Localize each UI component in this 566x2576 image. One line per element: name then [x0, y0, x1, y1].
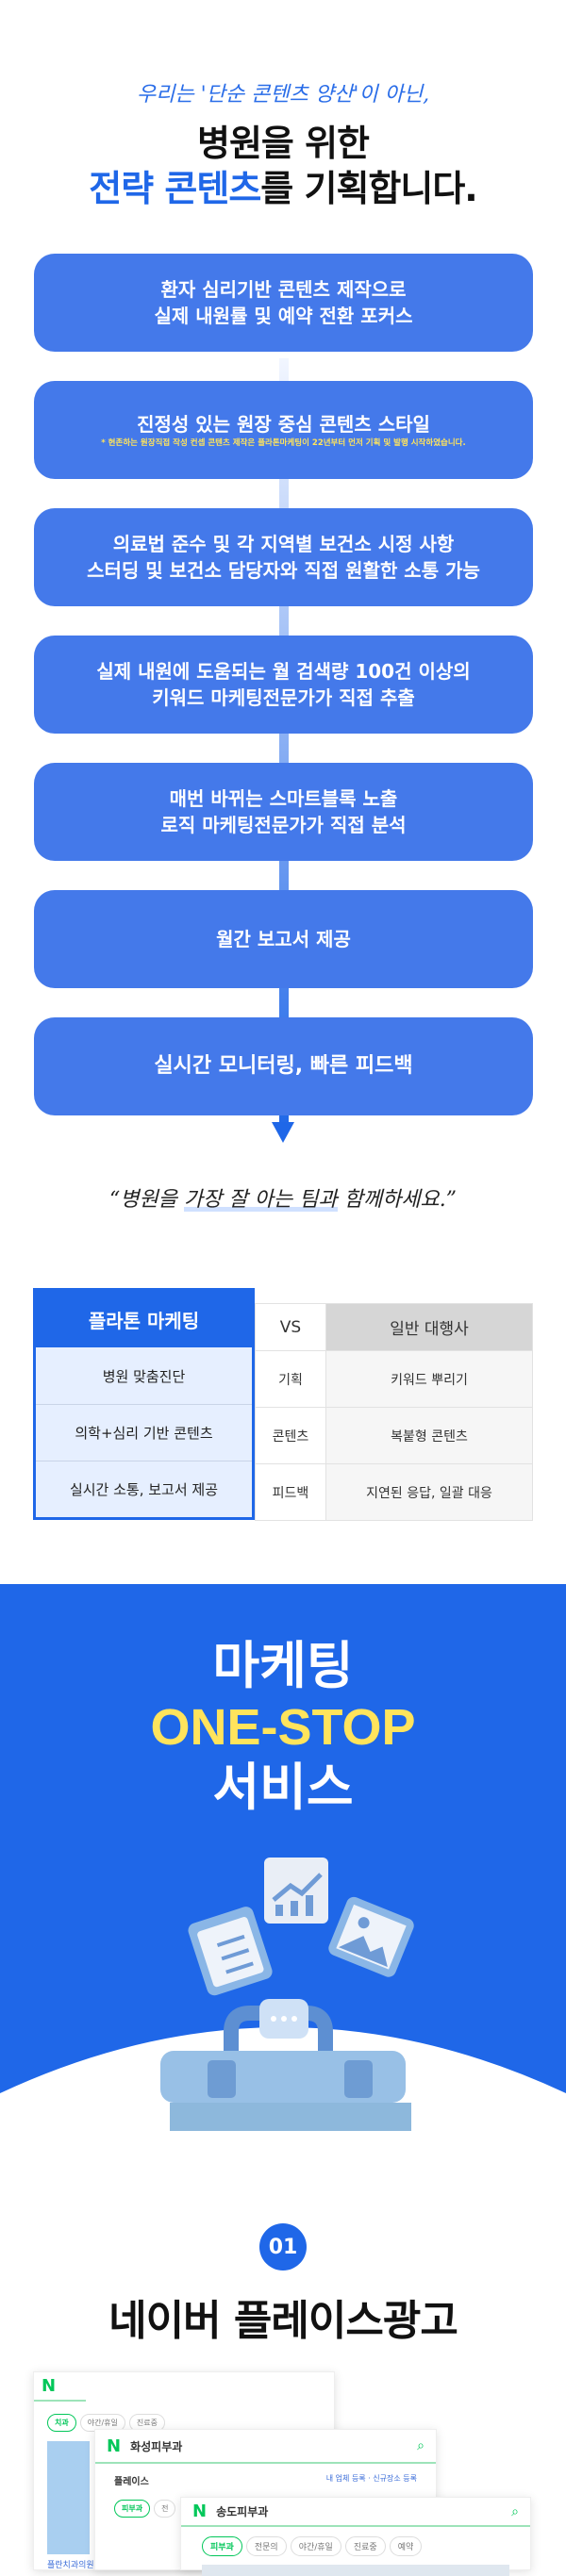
competitor-header: 일반 대행사	[325, 1303, 533, 1351]
quote-close: ”	[445, 1188, 458, 1212]
image-card-icon	[328, 1896, 414, 1977]
chat-bubble-icon	[259, 1999, 308, 2039]
section-number-badge: 01	[259, 2223, 307, 2271]
category-cell: 기획	[255, 1350, 326, 1408]
toolbox-body	[170, 2103, 411, 2131]
our-table: 플라톤 마케팅 병원 맞춤진단 의학+심리 기반 콘텐츠 실시간 소통, 보고서…	[33, 1288, 255, 1520]
our-cell: 실시간 소통, 보고서 제공	[36, 1461, 252, 1517]
quote: “병원을 가장 잘 아는 팀과 함께하세요.”	[0, 1182, 566, 1213]
competitor-cell: 키워드 뿌리기	[325, 1350, 533, 1408]
header-subtitle: 우리는 '단순 콘텐츠 양산'이 아닌,	[136, 83, 430, 107]
step-text: 매번 바뀌는 스마트블록 노출	[169, 787, 398, 810]
onestop-line-3: 서비스	[212, 1758, 354, 1817]
search-icon[interactable]: ⌕	[511, 2503, 519, 2519]
search-input[interactable]: 송도피부과	[216, 2505, 269, 2518]
chip[interactable]: 야간/휴일	[290, 2536, 341, 2556]
title-highlight: 전략 콘텐츠	[89, 168, 261, 209]
chip[interactable]: 전	[154, 2500, 176, 2518]
step-text: 실제 내원에 도움되는 월 검색량 100건 이상의	[96, 660, 471, 683]
search-input[interactable]: 화성피부과	[130, 2439, 183, 2453]
quote-text: 병원을	[120, 1188, 184, 1212]
map-thumbnail	[47, 2441, 90, 2554]
vs-label: VS	[255, 1303, 326, 1351]
competitor-cell: 지연된 응답, 일괄 대응	[325, 1463, 533, 1521]
place-header: 플레이스 내 업체 등록 · 신규장소 등록	[95, 2464, 436, 2497]
title-line-2: 전략 콘텐츠를 기획합니다.	[0, 166, 566, 211]
chip[interactable]: 진료중	[344, 2536, 386, 2556]
step-text: 의료법 준수 및 각 지역별 보건소 시정 사항	[112, 533, 455, 555]
step-text: 실제 내원률 및 예약 전환 포커스	[154, 305, 413, 327]
naver-logo-icon: N	[192, 2502, 208, 2521]
category-cell: 콘텐츠	[255, 1407, 326, 1464]
onestop-line-2: ONE-STOP	[150, 1699, 416, 1756]
flow-line	[279, 358, 289, 1131]
title-line-1: 병원을 위한	[196, 123, 370, 164]
register-links[interactable]: 내 업체 등록 · 신규장소 등록	[325, 2474, 417, 2483]
step-6: 월간 보고서 제공	[34, 890, 533, 988]
naver-logo-icon: N	[107, 2436, 122, 2456]
step-text: 실시간 모니터링, 빠른 피드백	[154, 1054, 413, 1078]
our-cell: 의학+심리 기반 콘텐츠	[36, 1404, 252, 1461]
toolbox-illustration	[160, 1858, 414, 2103]
step-text: 월간 보고서 제공	[216, 928, 351, 950]
step-text: 키워드 마케팅전문가가 직접 추출	[152, 686, 415, 709]
title-rest: 를 기획합니다.	[260, 168, 477, 209]
step-7: 실시간 모니터링, 빠른 피드백	[34, 1017, 533, 1115]
chip[interactable]: 치과	[47, 2414, 76, 2432]
quote-underlined: 가장 잘 아는 팀과	[183, 1188, 338, 1212]
competitor-cell: 복붙형 콘텐츠	[325, 1407, 533, 1464]
our-cell: 병원 맞춤진단	[102, 1367, 186, 1385]
quote-text: 함께하세요.	[337, 1188, 446, 1212]
step-text: 로직 마케팅전문가가 직접 분석	[160, 814, 407, 836]
chip[interactable]: 피부과	[114, 2500, 151, 2518]
onestop-line-1: 마케팅	[212, 1636, 354, 1695]
search-bar: N 송도피부과 ⌕	[181, 2498, 530, 2527]
step-text: 진정성 있는 원장 중심 콘텐츠 스타일	[137, 413, 430, 436]
place-label: 플레이스	[114, 2477, 149, 2487]
map-thumbnail	[202, 2565, 509, 2576]
clipboard-icon	[188, 1907, 273, 1996]
arrow-down-icon	[272, 1122, 294, 1143]
category-cell: 피드백	[255, 1463, 326, 1521]
step-2: 진정성 있는 원장 중심 콘텐츠 스타일 * 현존하는 원장직접 작성 컨셉 콘텐…	[34, 381, 533, 479]
chip[interactable]: 피부과	[202, 2536, 242, 2556]
our-header: 플라톤 마케팅	[36, 1291, 252, 1347]
step-text: 환자 심리기반 콘텐츠 제작으로	[160, 278, 407, 301]
quote-open: “	[108, 1188, 121, 1212]
naver-logo-icon: N	[34, 2372, 86, 2402]
result-title[interactable]: 플란치과의원	[47, 2561, 94, 2570]
chart-card-icon	[264, 1858, 328, 1924]
step-note: * 현존하는 원장직접 작성 컨셉 콘텐츠 제작은 플라톤마케팅이 22년부터 …	[101, 438, 466, 448]
page-title: 병원을 위한 전략 콘텐츠를 기획합니다.	[0, 121, 566, 211]
search-icon[interactable]: ⌕	[417, 2438, 424, 2453]
step-text: 스터딩 및 보건소 담당자와 직접 원활한 소통 가능	[87, 559, 480, 582]
section-title: 네이버 플레이스광고	[108, 2297, 458, 2345]
chip[interactable]: 예약	[389, 2536, 423, 2556]
search-bar: N 화성피부과 ⌕	[95, 2430, 436, 2464]
chip[interactable]: 전문의	[245, 2536, 287, 2556]
